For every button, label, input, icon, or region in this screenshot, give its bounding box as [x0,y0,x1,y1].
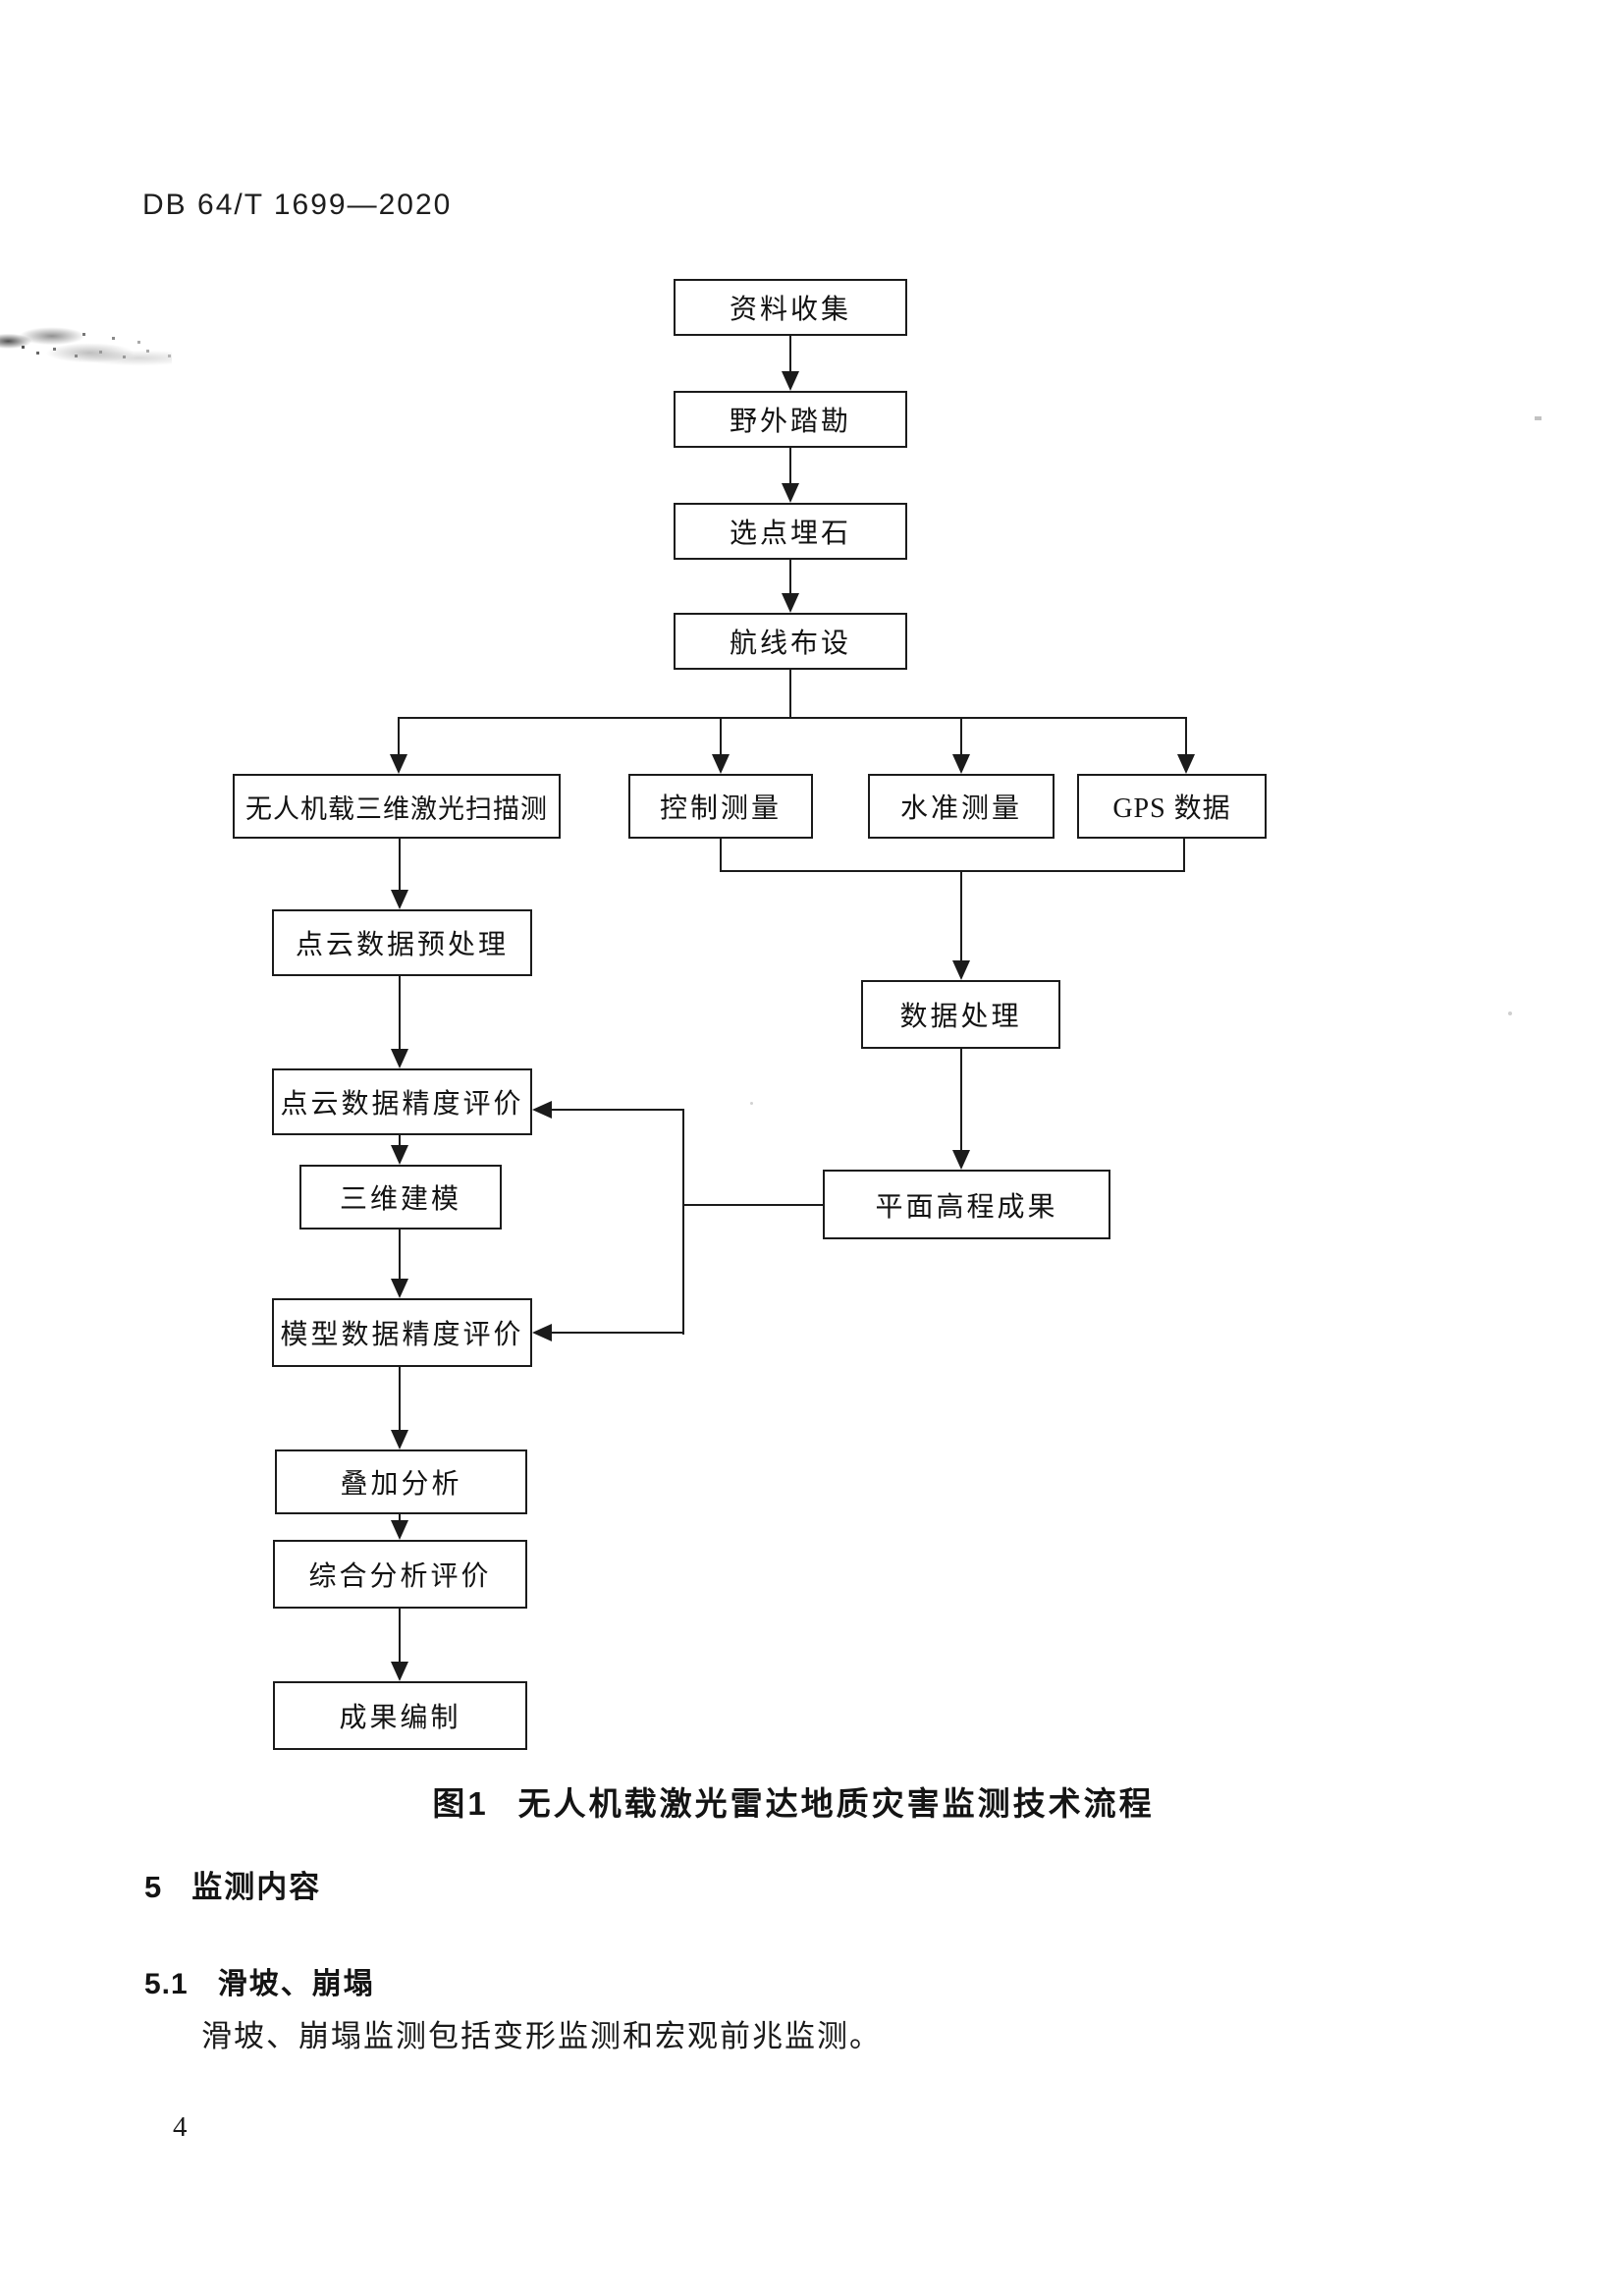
branch-line [398,717,1187,719]
flow-node-3d-modeling: 三维建模 [299,1165,502,1230]
arrow-down-icon [391,890,408,909]
body-paragraph: 滑坡、崩塌监测包括变形监测和宏观前兆监测。 [201,2019,882,2053]
connector-line [399,1609,401,1662]
feedback-line [552,1332,683,1334]
arrow-down-icon [712,754,730,774]
scan-speckles [22,346,25,349]
connector-line [1183,839,1185,872]
connector-line [960,1049,962,1150]
arrow-down-icon [952,754,970,774]
scan-speck [1508,1011,1512,1015]
arrow-down-icon [391,1520,408,1540]
collector-line [720,870,1185,872]
arrow-down-icon [1177,754,1195,774]
flow-node-site-selection: 选点埋石 [674,503,907,560]
connector-line [399,1367,401,1430]
flow-node-leveling-survey: 水准测量 [868,774,1055,839]
section-title: 监测内容 [191,1870,322,1904]
connector-line [398,717,400,754]
figure-caption: 图1 无人机载激光雷达地质灾害监测技术流程 [393,1777,1194,1825]
doc-code: DB 64/T 1699—2020 [142,189,453,221]
connector-line [399,1514,401,1522]
arrow-down-icon [391,1279,408,1298]
flow-node-plane-elevation-result: 平面高程成果 [823,1170,1110,1239]
flow-node-pointcloud-accuracy: 点云数据精度评价 [272,1068,532,1135]
feedback-line [552,1109,683,1111]
flow-node-gps-data: GPS 数据 [1077,774,1267,839]
flow-node-route-layout: 航线布设 [674,613,907,670]
flow-node-data-collection: 资料收集 [674,279,907,336]
arrow-down-icon [390,754,407,774]
scan-speck [1535,416,1542,420]
arrow-down-icon [782,593,799,613]
connector-line [960,870,962,960]
figure-number: 图1 [432,1785,489,1822]
subsection-heading: 5.1 滑坡、崩塌 [144,1959,375,2002]
connector-line [399,839,401,890]
connector-line [960,717,962,754]
flow-node-uav-laser-scanning: 无人机载三维激光扫描测 [233,774,561,839]
connector-line [399,976,401,1049]
arrow-left-icon [532,1324,552,1341]
feedback-line [682,1109,684,1335]
arrow-down-icon [391,1145,408,1165]
arrow-down-icon [391,1049,408,1068]
connector-line [720,717,722,754]
section-number: 5 [144,1870,163,1904]
subsection-title: 滑坡、崩塌 [217,1968,375,2000]
connector-line [789,670,791,719]
flow-node-control-survey: 控制测量 [628,774,813,839]
arrow-down-icon [391,1662,408,1681]
flow-node-overlay-analysis: 叠加分析 [275,1449,527,1514]
connector-line [789,448,791,483]
scan-smudge [0,318,172,369]
flow-node-result-compilation: 成果编制 [273,1681,527,1750]
flow-node-model-accuracy: 模型数据精度评价 [272,1298,532,1367]
arrow-left-icon [532,1101,552,1119]
arrow-down-icon [952,1150,970,1170]
connector-line [720,839,722,872]
connector-line [789,560,791,593]
feedback-stub-line [682,1204,823,1206]
flow-node-field-reconnaissance: 野外踏勘 [674,391,907,448]
page-number: 4 [173,2111,188,2143]
arrow-down-icon [391,1430,408,1449]
scan-speck [750,1102,753,1105]
arrow-down-icon [952,960,970,980]
flow-node-comprehensive-analysis: 综合分析评价 [273,1540,527,1609]
subsection-number: 5.1 [144,1968,189,2000]
figure-title: 无人机载激光雷达地质灾害监测技术流程 [517,1785,1155,1822]
connector-line [399,1135,401,1147]
section-heading: 5 监测内容 [144,1862,321,1906]
arrow-down-icon [782,371,799,391]
connector-line [399,1230,401,1279]
flow-node-pointcloud-preprocess: 点云数据预处理 [272,909,532,976]
connector-line [789,336,791,371]
arrow-down-icon [782,483,799,503]
flow-node-data-processing: 数据处理 [861,980,1060,1049]
connector-line [1185,717,1187,754]
